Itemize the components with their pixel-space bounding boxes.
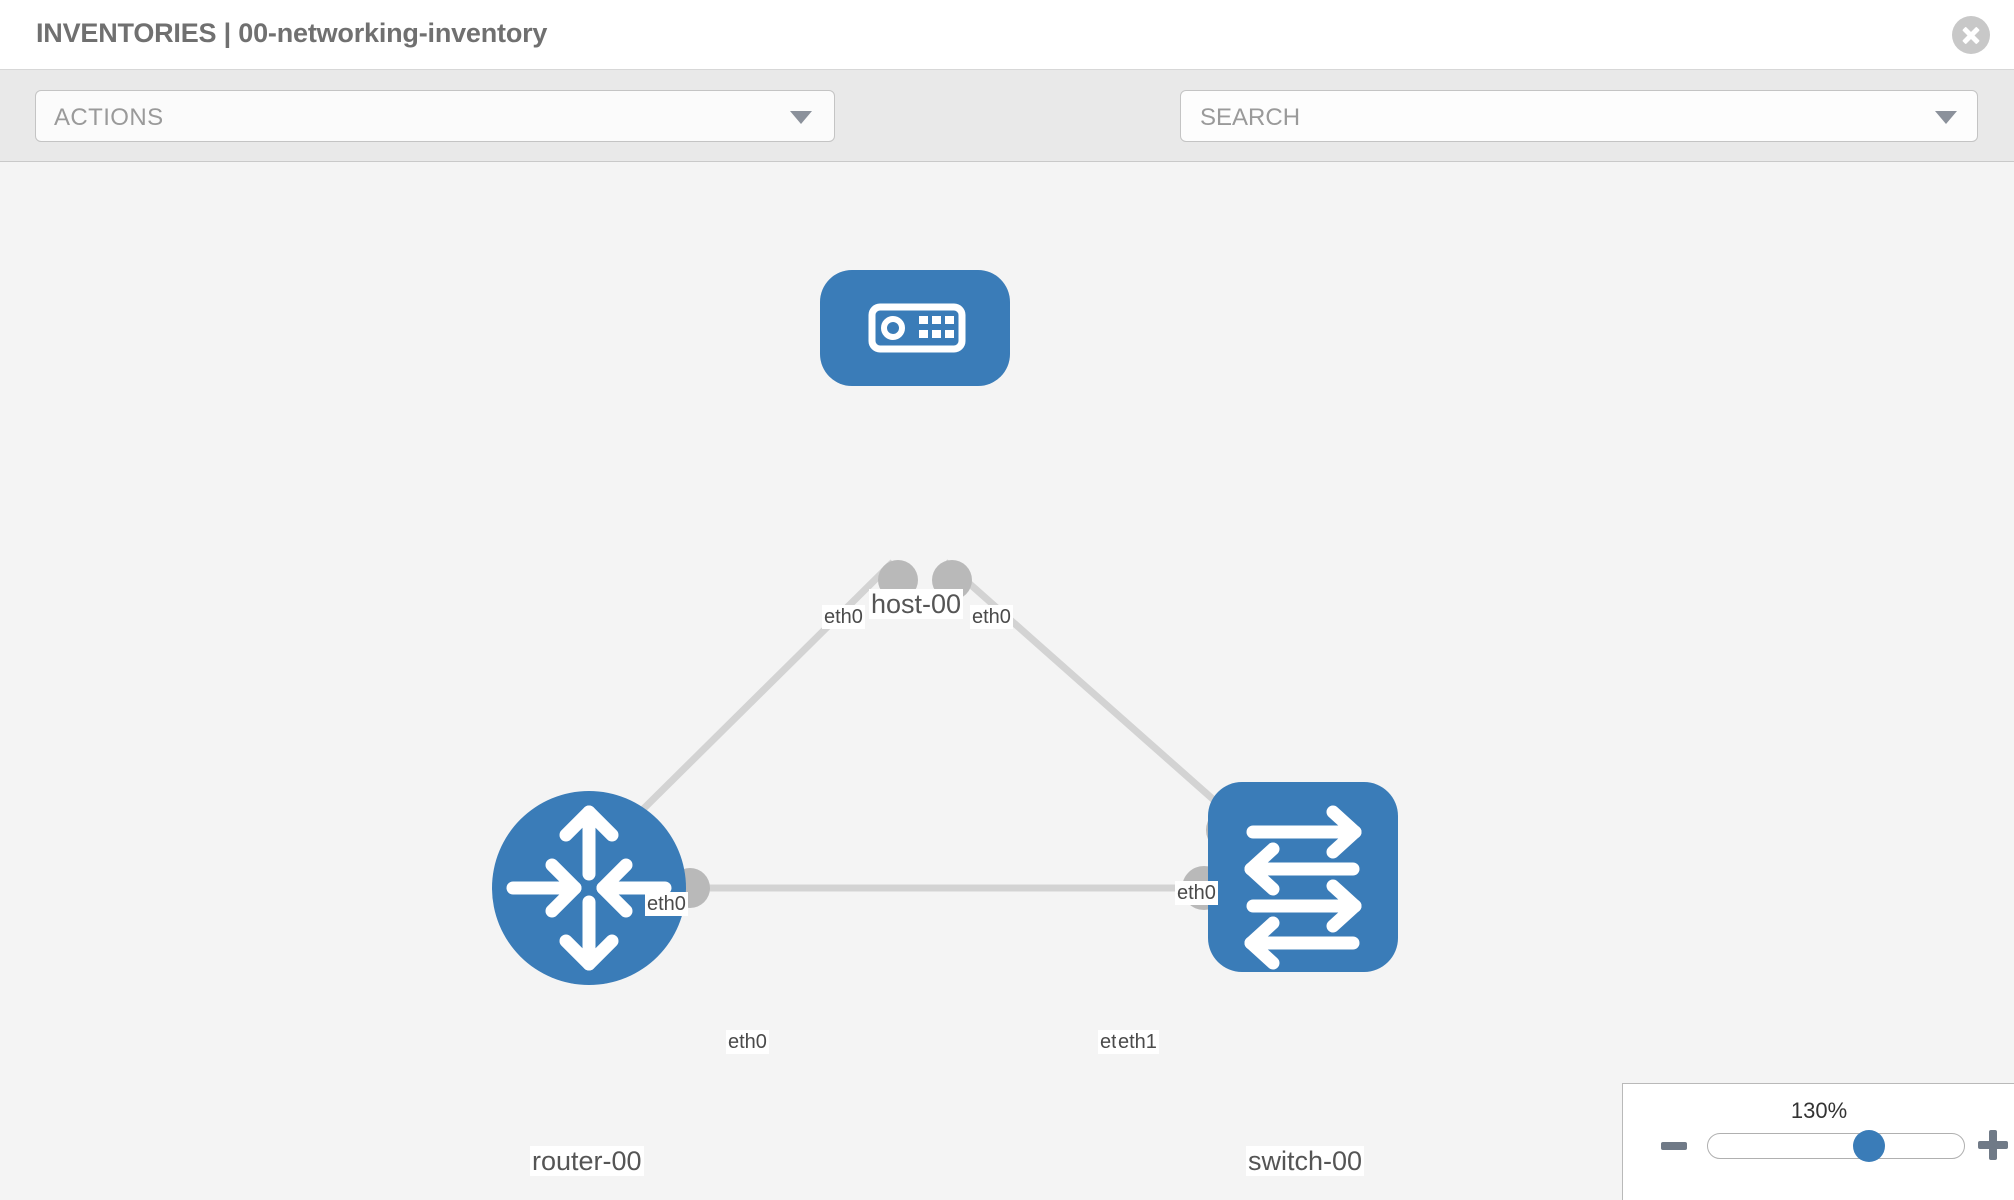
node-router-00 xyxy=(492,791,686,985)
chevron-down-icon[interactable] xyxy=(1935,111,1957,124)
link-router-host xyxy=(617,559,896,835)
edge-label-switch-host: eth0 xyxy=(1175,881,1218,905)
zoom-in-button[interactable] xyxy=(1978,1130,2008,1160)
chevron-down-icon xyxy=(790,111,812,124)
zoom-level-label: 130% xyxy=(1790,1098,1848,1123)
edge-label-host-switch: eth0 xyxy=(970,605,1013,629)
topology-graph xyxy=(492,270,1398,985)
plus-icon-horizontal xyxy=(1978,1141,2008,1149)
toolbar: ACTIONS xyxy=(0,70,2014,203)
close-icon[interactable] xyxy=(1952,16,1990,54)
page-title: INVENTORIES | 00-networking-inventory xyxy=(36,18,548,48)
zoom-slider[interactable] xyxy=(1707,1130,1965,1162)
edge-label-router-switch-left: eth0 xyxy=(726,1030,769,1054)
node-label-router: router-00 xyxy=(530,1146,644,1176)
actions-dropdown[interactable]: ACTIONS xyxy=(35,90,835,142)
node-switch-00 xyxy=(1208,782,1398,972)
node-label-host: host-00 xyxy=(869,589,964,619)
search-box[interactable] xyxy=(1180,90,1978,142)
zoom-slider-handle[interactable] xyxy=(1853,1130,1885,1162)
zoom-control-panel: 130% xyxy=(1622,1083,2014,1200)
page-header: INVENTORIES | 00-networking-inventory xyxy=(0,0,2014,70)
node-label-switch: switch-00 xyxy=(1246,1146,1365,1176)
node-host-00 xyxy=(820,270,1010,386)
link-host-switch xyxy=(942,559,1253,835)
topology-canvas[interactable]: eth0 host-00 eth0 eth0 eth0 eth0 eth1 et… xyxy=(0,162,2014,1200)
edge-label-host-router: eth0 xyxy=(822,605,865,629)
edge-label-router-switch-right-b: eth1 xyxy=(1116,1030,1159,1054)
zoom-out-button[interactable] xyxy=(1661,1142,1687,1150)
search-input[interactable] xyxy=(1198,101,1902,135)
actions-dropdown-label: ACTIONS xyxy=(54,104,164,131)
edge-label-router-host: eth0 xyxy=(645,892,688,916)
